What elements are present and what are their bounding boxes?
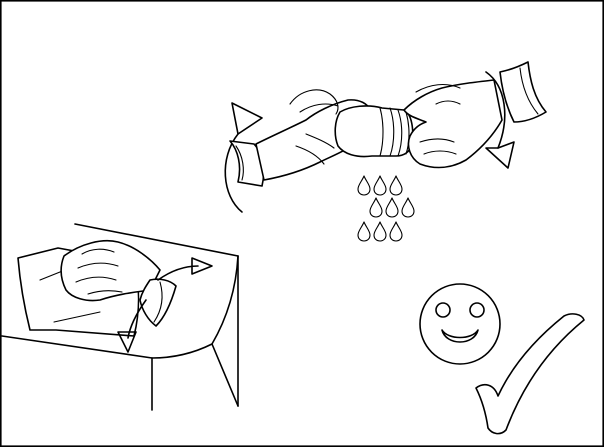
right-hand <box>403 79 503 169</box>
drying-left-hand <box>60 240 161 302</box>
water-drop-icon <box>373 175 387 196</box>
drying-cuff <box>139 278 177 327</box>
rotate-arrow-right-head <box>485 141 515 169</box>
table-back-edge <box>74 223 239 257</box>
hands-drying-on-table-icon <box>1 223 239 411</box>
dry-arrow-down-curve <box>127 299 147 339</box>
hands-wringing-icon <box>224 61 547 213</box>
water-drop-icon <box>389 221 403 242</box>
table-side-bottom <box>211 343 239 407</box>
table-front-edge <box>1 335 153 359</box>
checkmark-icon <box>475 313 585 435</box>
smiley-eye-left <box>435 302 451 318</box>
water-drop-icon <box>373 221 387 242</box>
smiley-eye-right <box>469 302 485 318</box>
smiley-face-icon <box>419 283 501 365</box>
rotate-arrow-left-head <box>231 102 263 135</box>
right-cuff <box>499 61 547 123</box>
water-drop-icon <box>385 197 399 218</box>
smiley-outline <box>419 283 501 365</box>
wrung-cloth <box>334 105 414 158</box>
dry-arrow-right-curve <box>157 265 199 281</box>
water-drop-icon <box>401 197 415 218</box>
rotate-arrow-right-curve <box>485 71 506 149</box>
dry-arrow-right-head <box>191 257 213 275</box>
smiley-mouth <box>441 329 479 343</box>
water-drop-icon <box>357 175 371 196</box>
water-drop-icon <box>369 197 383 218</box>
water-drop-icon <box>389 175 403 196</box>
water-drops-icon <box>357 175 415 242</box>
water-drop-icon <box>357 221 371 242</box>
checkmark-outline <box>475 313 585 435</box>
dry-arrow-down-head <box>117 331 137 353</box>
